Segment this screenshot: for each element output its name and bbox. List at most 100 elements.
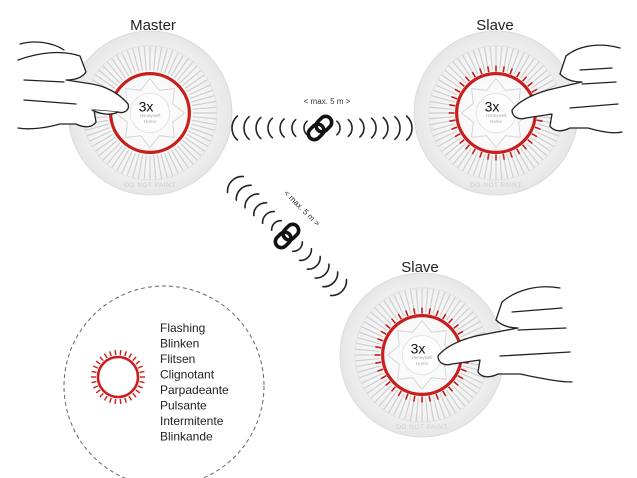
grille-fin xyxy=(98,69,118,87)
wave-arc xyxy=(347,118,353,138)
grille-fin xyxy=(126,152,136,177)
grille-fin xyxy=(506,47,514,72)
legend-item: Pulsante xyxy=(160,399,207,413)
grille-fin xyxy=(460,372,484,384)
grille-fin xyxy=(170,54,185,77)
edge-print: DO NOT PAINT xyxy=(124,182,176,189)
edge-print: DO NOT PAINT xyxy=(470,182,522,189)
wave-arc xyxy=(336,120,341,136)
grille-fin xyxy=(382,299,398,321)
grille-fin xyxy=(153,45,157,71)
wave-arc xyxy=(382,116,389,140)
grille-fin xyxy=(170,149,185,172)
legend-list: FlashingBlinkenFlitsenClignotantParpadea… xyxy=(160,321,229,444)
flash-tick xyxy=(451,96,458,100)
wave-arc xyxy=(235,184,252,201)
grille-fin xyxy=(430,123,455,131)
grille-fin xyxy=(425,397,429,423)
flash-tick xyxy=(457,330,464,335)
grille-fin xyxy=(143,155,147,181)
flash-tick xyxy=(471,148,476,155)
wave-arc xyxy=(255,116,262,140)
grille-fin xyxy=(489,155,493,181)
flash-tick xyxy=(516,71,521,78)
flash-tick xyxy=(390,318,397,324)
grille-fin xyxy=(132,47,140,72)
wave-arc xyxy=(244,193,260,209)
grille-fin xyxy=(121,151,133,175)
legend-item: Clignotant xyxy=(160,368,215,382)
grille-fin xyxy=(189,127,214,137)
grille-fin xyxy=(439,393,451,417)
flash-tick xyxy=(479,68,483,75)
grille-fin xyxy=(354,358,380,362)
legend-tick xyxy=(114,350,117,356)
flash-tick xyxy=(460,368,467,372)
grille-fin xyxy=(440,137,462,153)
grille-fin xyxy=(456,379,478,395)
flash-tick xyxy=(447,386,454,392)
wave-arc xyxy=(261,210,276,225)
grille-fin xyxy=(174,147,190,169)
grille-fin xyxy=(451,307,470,326)
flash-tick xyxy=(442,390,447,397)
grille-fin xyxy=(448,142,467,161)
legend-tick xyxy=(91,370,97,374)
grille-fin xyxy=(520,147,536,169)
grille-fin xyxy=(156,154,163,180)
flash-tick xyxy=(527,138,533,145)
slave-bottom-label: Slave xyxy=(401,259,439,276)
grille-fin xyxy=(191,95,216,103)
grille-fin xyxy=(191,119,217,126)
legend-tick xyxy=(139,380,145,384)
grille-fin xyxy=(94,73,116,89)
legend-tick xyxy=(139,370,145,374)
legend-tick xyxy=(137,385,143,389)
wave-arc xyxy=(322,271,339,288)
wave-arc xyxy=(306,255,322,271)
tap-count-label: 3x xyxy=(411,340,426,356)
grille-fin xyxy=(102,65,121,84)
grille-fin xyxy=(188,130,212,142)
legend-item: Parpadeante xyxy=(160,383,229,397)
flash-tick xyxy=(479,151,483,158)
wave-arc xyxy=(292,241,304,253)
grille-fin xyxy=(179,65,198,84)
flash-tick xyxy=(397,390,402,397)
legend-circle xyxy=(63,285,265,478)
grille-fin xyxy=(356,365,381,373)
grille-fin xyxy=(374,384,393,403)
flash-tick xyxy=(471,71,476,78)
grille-fin xyxy=(137,154,144,180)
grille-fin xyxy=(192,106,218,110)
grille-fin xyxy=(106,61,124,81)
master-label: Master xyxy=(130,17,176,34)
wave-arc xyxy=(252,201,268,217)
legend-tick xyxy=(103,353,108,359)
grille-fin xyxy=(176,145,194,165)
tap-count-label: 3x xyxy=(139,98,154,114)
grille-fin xyxy=(393,293,405,317)
legend-tick xyxy=(99,356,104,362)
grille-fin xyxy=(153,155,157,181)
grille-fin xyxy=(98,139,118,157)
flash-tick xyxy=(531,133,538,138)
grille-fin xyxy=(393,393,405,417)
flash-tick xyxy=(527,81,533,88)
legend-tick xyxy=(132,392,137,398)
grille-fin xyxy=(137,46,144,72)
grille-fin xyxy=(91,133,114,148)
flash-tick xyxy=(531,88,538,93)
grille-fin xyxy=(188,84,212,96)
grille-fin xyxy=(167,51,179,75)
wave-arc xyxy=(329,278,348,297)
wave-arc xyxy=(298,247,313,262)
grille-fin xyxy=(382,389,398,411)
link-icon-horizontal xyxy=(306,114,334,142)
flashing-ring-icon xyxy=(91,350,145,404)
grille-fin xyxy=(456,315,478,331)
wave-arc xyxy=(405,115,413,141)
legend-tick xyxy=(109,351,112,357)
brand-label: Honeywell xyxy=(412,355,433,360)
